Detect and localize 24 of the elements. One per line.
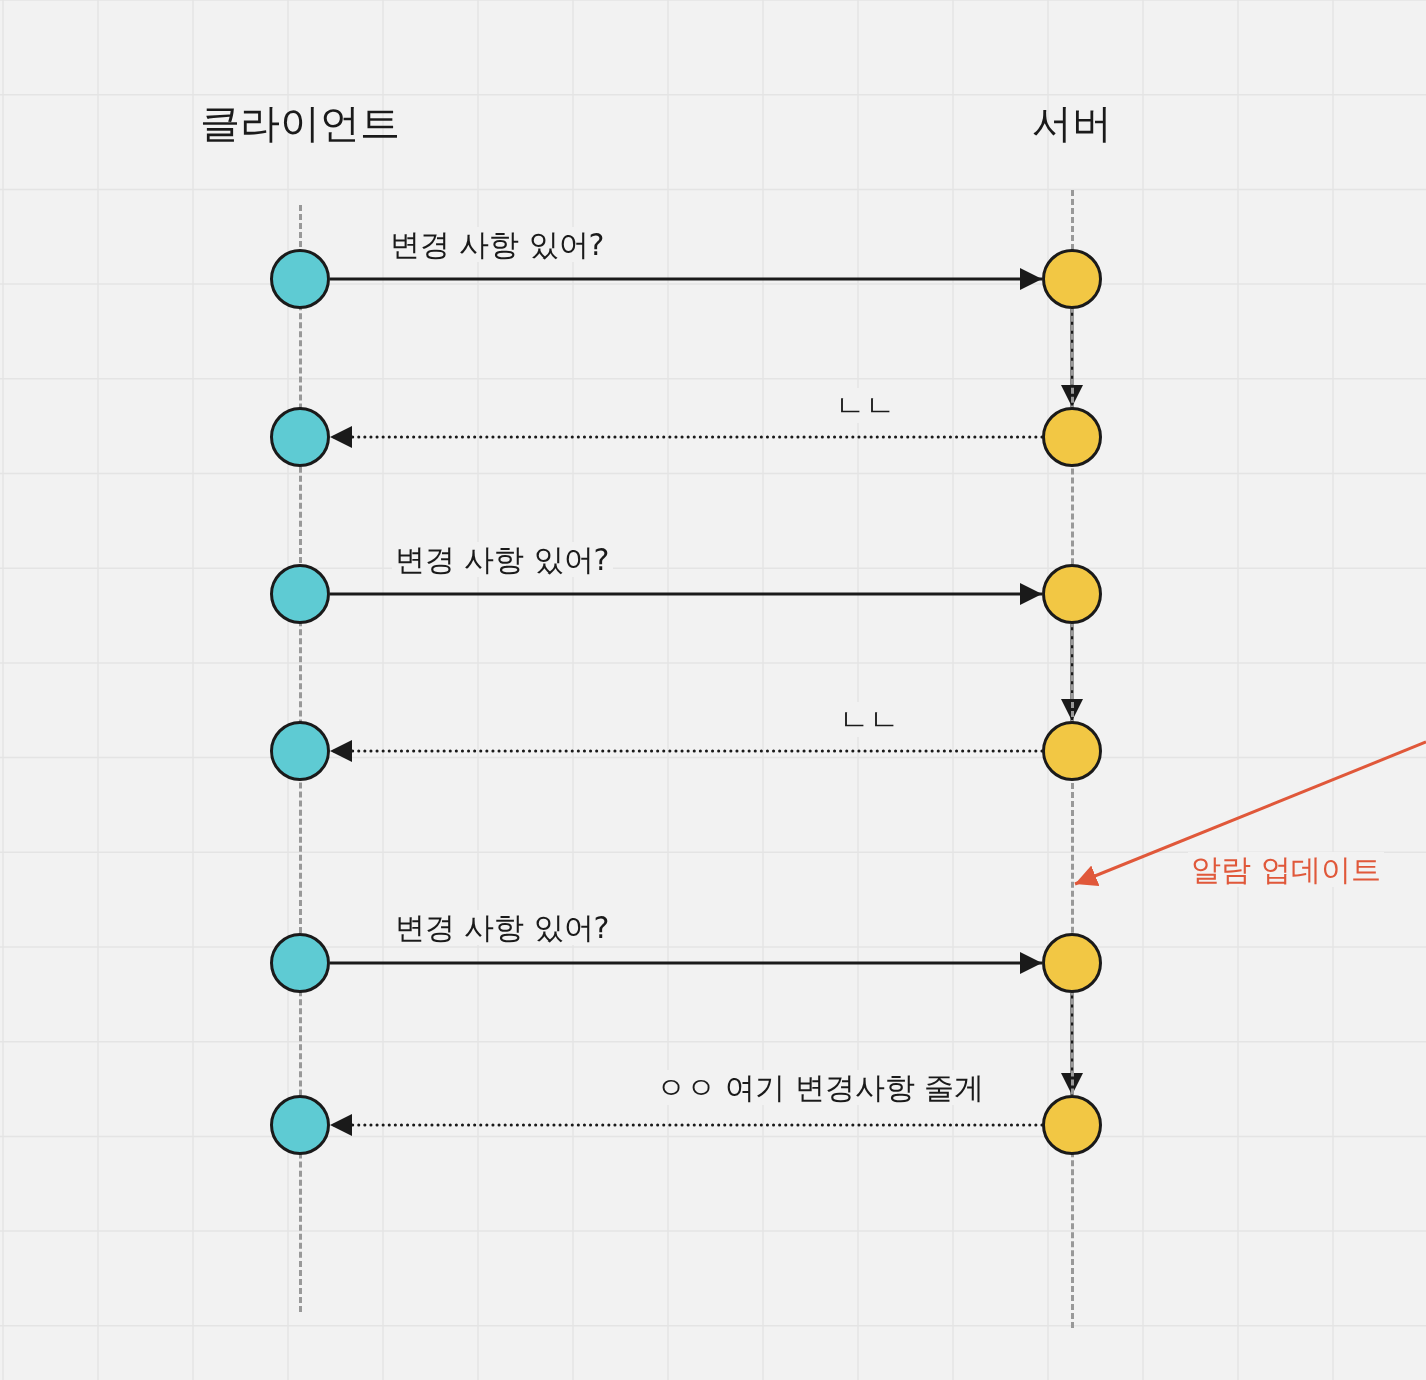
arrow: [330, 583, 1042, 605]
arrow: [328, 1114, 1044, 1136]
arrow: [1074, 740, 1426, 886]
server-circle: [1042, 721, 1102, 781]
lifeline-heading: 서버: [1031, 99, 1113, 148]
arrow: [330, 268, 1042, 290]
client-circle: [270, 249, 330, 309]
client-circle: [270, 933, 330, 993]
client-circle: [270, 564, 330, 624]
server-circle: [1042, 1095, 1102, 1155]
arrow: [330, 952, 1042, 974]
edge-label: 변경 사항 있어?: [391, 542, 613, 577]
server-circle: [1042, 564, 1102, 624]
arrow: [1061, 993, 1083, 1095]
server-circle: [1042, 407, 1102, 467]
server-circle: [1042, 249, 1102, 309]
arrow: [328, 426, 1044, 448]
server-circle: [1042, 933, 1102, 993]
client-circle: [270, 721, 330, 781]
client-circle: [270, 1095, 330, 1155]
client-circle: [270, 407, 330, 467]
lifeline-heading: 클라이언트: [199, 99, 401, 148]
arrow: [328, 740, 1044, 762]
edge-label: 알람 업데이트: [1188, 852, 1384, 887]
